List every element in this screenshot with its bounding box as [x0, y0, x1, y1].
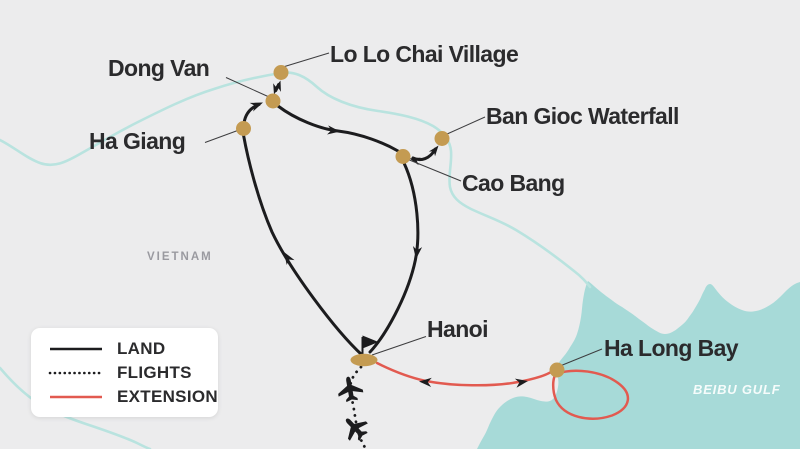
route-dongvan-caobang: [276, 104, 400, 153]
label-ha-giang: Ha Giang: [89, 128, 186, 154]
rivers: [0, 71, 592, 449]
extension-route: [375, 361, 629, 420]
route-arrow-icon: [327, 125, 340, 135]
marker-dong-van: [265, 93, 281, 109]
route-arrow-icon: [428, 145, 439, 157]
river-north: [0, 71, 592, 289]
label-dong-van: Dong Van: [108, 55, 210, 81]
pointer-hanoi: [371, 336, 427, 356]
label-lo-lo-chai-village: Lo Lo Chai Village: [330, 41, 519, 67]
pointer-ban-gioc: [445, 116, 486, 135]
label-vietnam-region: VIETNAM: [147, 251, 213, 263]
pointer-lo-lo-chai: [282, 52, 330, 68]
land-routes: [242, 83, 437, 357]
marker-ha-giang: [236, 121, 251, 136]
route-halongbay-cruise-loop: [551, 369, 629, 420]
beibu-gulf-water: [477, 281, 800, 449]
label-pointer-lines: [204, 52, 603, 367]
label-ban-gioc-waterfall: Ban Gioc Waterfall: [486, 103, 679, 129]
extension-line-swatch: [50, 395, 102, 398]
pointer-cao-bang: [406, 158, 462, 182]
flights-line-swatch: [48, 371, 104, 374]
airplane-icon: [338, 376, 364, 403]
legend-label-flights: FLIGHTS: [117, 363, 192, 382]
marker-ha-long-bay: [549, 362, 565, 378]
route-hanoi-halongbay: [375, 361, 554, 387]
marker-lo-lo-chai: [273, 65, 289, 80]
marker-ban-gioc: [434, 131, 450, 146]
legend-label-land: LAND: [117, 339, 166, 358]
marker-cao-bang: [395, 149, 411, 164]
airplane-icon: [345, 418, 368, 441]
route-hanoi-hagiang: [242, 133, 364, 357]
water-region: [477, 281, 800, 449]
location-markers: [236, 65, 565, 378]
legend-row-land: LAND: [48, 339, 218, 358]
label-cao-bang: Cao Bang: [462, 170, 565, 196]
label-ha-long-bay: Ha Long Bay: [604, 335, 739, 361]
pointer-ha-giang: [204, 129, 240, 143]
airplane-icons: [338, 376, 368, 441]
flag-pennant: [362, 335, 379, 349]
route-arrow-icon: [249, 102, 263, 112]
land-line-swatch: [50, 347, 102, 350]
river-southwest: [0, 366, 152, 449]
legend-row-extension: EXTENSION: [48, 387, 218, 406]
route-arrows: [249, 80, 528, 388]
legend-row-flights: FLIGHTS: [48, 363, 218, 382]
route-arrow-icon: [273, 80, 281, 92]
route-arrow-icon: [409, 157, 421, 166]
route-arrow-icon: [273, 83, 281, 95]
route-arrow-icon: [419, 377, 432, 387]
pointer-ha-long-bay: [559, 348, 603, 367]
route-arrow-icon: [284, 252, 295, 266]
legend-label-extension: EXTENSION: [117, 387, 218, 406]
route-caobang-hanoi: [368, 161, 420, 354]
legend: LAND FLIGHTS EXTENSION: [31, 328, 218, 417]
route-arrow-icon: [412, 246, 423, 259]
route-arrow-icon: [514, 378, 528, 388]
label-hanoi: Hanoi: [427, 316, 488, 342]
pointer-dong-van: [225, 77, 269, 97]
label-beibu-gulf: BEIBU GULF: [693, 382, 781, 397]
marker-hanoi: [350, 353, 378, 367]
